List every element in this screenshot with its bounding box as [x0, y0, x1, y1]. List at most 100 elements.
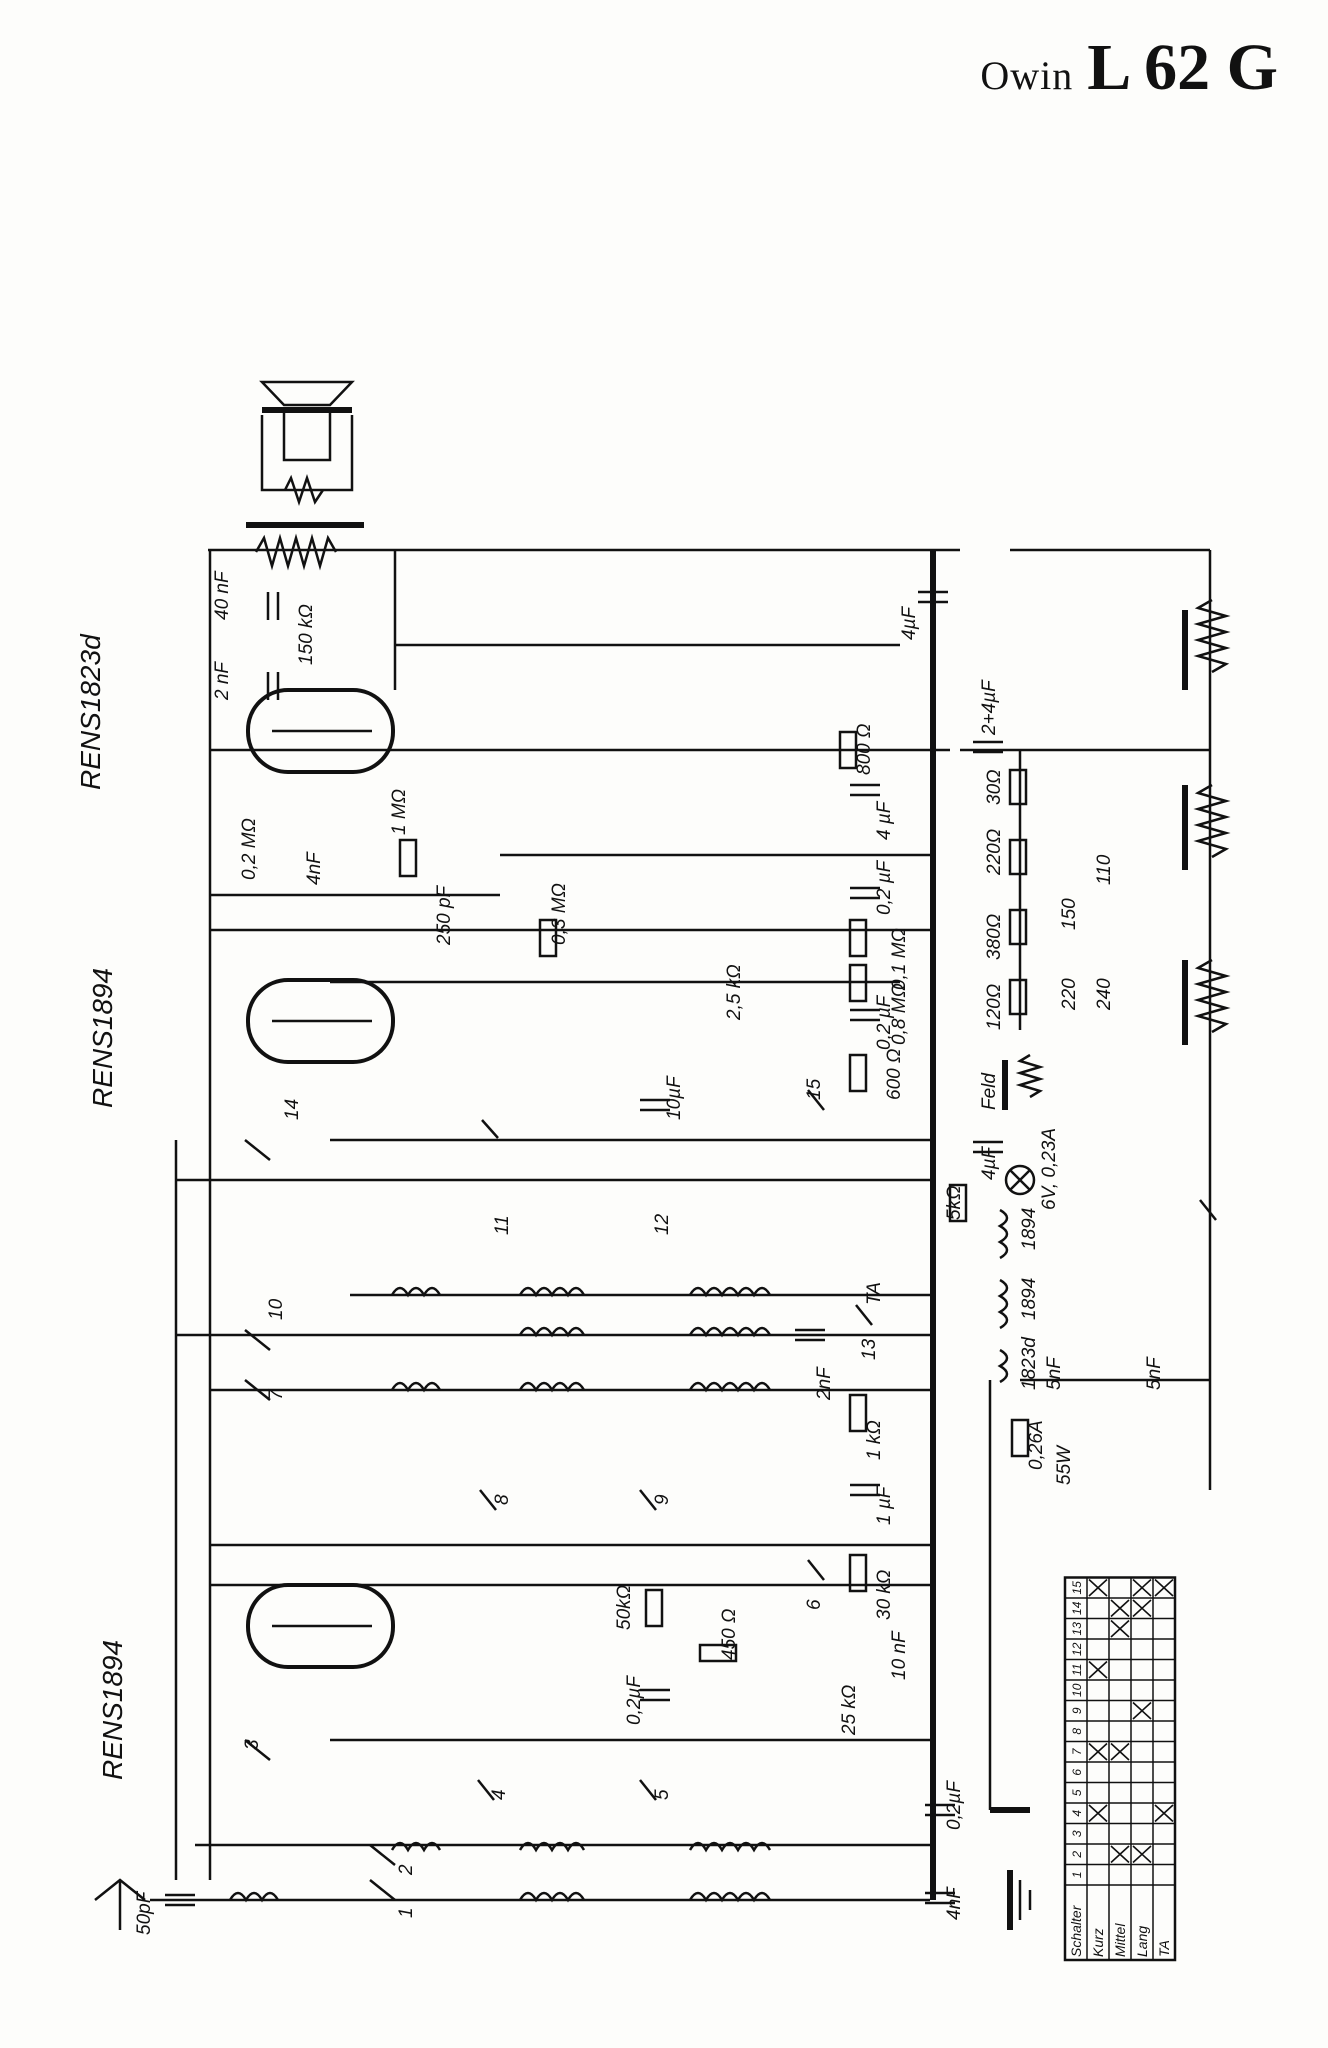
switch-table-row-label: Mittel: [1112, 1923, 1128, 1957]
switch-number-13: 13: [859, 1338, 880, 1360]
label-2-5k: 2,5 kΩ: [724, 964, 745, 1021]
label-02uf-a: 0,2 µF: [874, 859, 895, 915]
label-2p4uf: 2+4µF: [979, 679, 1000, 736]
power-transformer: [1182, 598, 1231, 1045]
switch-table-cross: [1132, 1701, 1152, 1720]
switch-table-col-header: 5: [1070, 1789, 1084, 1796]
tube-label-1823d: RENS1823d: [75, 633, 106, 790]
loudspeaker: [246, 380, 364, 571]
label-tap-150: 150: [1059, 898, 1080, 930]
switch-table-row-label: TA: [1156, 1940, 1172, 1957]
switch-table-col-header: 12: [1070, 1642, 1084, 1656]
label-2nf: 2 nF: [212, 661, 233, 701]
switch-number-2: 2: [396, 1864, 417, 1876]
label-01m: 0,1 MΩ: [889, 928, 910, 990]
label-150k: 150 kΩ: [296, 604, 317, 665]
switch-table-row-label: Lang: [1134, 1926, 1150, 1957]
switch-table-col-header: 2: [1070, 1851, 1084, 1859]
label-800: 800 Ω: [854, 724, 875, 775]
switch-table-cross: [1154, 1804, 1174, 1823]
switch-table-cross: [1132, 1578, 1152, 1597]
switch-table-col-header: 14: [1070, 1601, 1084, 1615]
label-220: 220Ω: [984, 829, 1005, 876]
switch-table-corner: Schalter: [1068, 1904, 1084, 1957]
label-600: 600 Ω: [884, 1049, 905, 1100]
switch-number-14: 14: [282, 1099, 303, 1120]
label-4nf-b: 4nF: [944, 1886, 965, 1920]
pilot-lamp: [1004, 1164, 1036, 1196]
switch-number-12: 12: [652, 1213, 673, 1235]
switch-table-col-header: 4: [1070, 1810, 1084, 1817]
antenna: [94, 1878, 146, 1930]
label-03m: 0,3 MΩ: [549, 883, 570, 945]
switch-numbers: 14 11 12 10 13 7 8 9 15 6 5 4 3 2 1: [242, 1078, 880, 1918]
label-4uf-a: 4µF: [899, 605, 920, 640]
switch-table-cross: [1132, 1599, 1152, 1618]
capacitors: [165, 590, 1003, 1907]
switch-table-cross: [1088, 1660, 1108, 1679]
switch-number-3: 3: [242, 1739, 263, 1750]
switch-table-col-header: 1: [1070, 1871, 1084, 1878]
switch-number-11: 11: [492, 1215, 513, 1235]
label-4nf: 4nF: [304, 851, 325, 885]
component-labels: 40 nF 2 nF 150 kΩ 4µF 800 Ω 2+4µF 30Ω 4 …: [134, 570, 1165, 1935]
switch-table-col-header: 6: [1070, 1769, 1084, 1776]
model-number: L 62 G: [1087, 31, 1278, 104]
wiring: [150, 548, 1212, 1902]
label-40nf: 40 nF: [212, 570, 233, 620]
label-1uf: 1 µF: [874, 1485, 895, 1525]
label-v1823: 1823d: [1019, 1336, 1040, 1390]
label-02uf-b: 0,2 µF: [874, 994, 895, 1050]
label-250pf: 250 pF: [434, 884, 455, 946]
switch-number-7a: 7: [266, 1388, 287, 1400]
label-50pf: 50pF: [134, 1890, 155, 1935]
label-30k: 30 kΩ: [874, 1570, 895, 1620]
label-30: 30Ω: [984, 769, 1005, 805]
label-ta: TA: [864, 1282, 885, 1305]
label-120: 120Ω: [984, 984, 1005, 1030]
switch-table-cross: [1110, 1845, 1130, 1864]
tube-1894-b: RENS1894: [97, 1583, 395, 1780]
switch-number-1: 1: [396, 1907, 417, 1918]
switch-number-8: 8: [492, 1494, 513, 1505]
label-5nf-b: 5nF: [1144, 1356, 1165, 1390]
switch-number-4: 4: [489, 1789, 510, 1800]
label-tap-110: 110: [1094, 854, 1115, 885]
label-feld: Feld: [979, 1072, 1000, 1110]
tube-1894-a: RENS1894: [87, 968, 395, 1108]
switch-table-col-header: 10: [1070, 1683, 1084, 1697]
label-v1894a: 1894: [1019, 1208, 1040, 1250]
label-02m: 0,2 MΩ: [239, 818, 260, 880]
label-25k: 25 kΩ: [839, 1685, 860, 1736]
label-380: 380Ω: [984, 914, 1005, 960]
switch-number-5: 5: [652, 1789, 673, 1800]
switch-table-col-header: 9: [1070, 1707, 1084, 1714]
ground-symbol: [1007, 1870, 1032, 1930]
switch-table-cross: [1132, 1845, 1152, 1864]
label-lamp: 6V, 0,23A: [1039, 1128, 1060, 1210]
label-4uf-b: 4 µF: [874, 800, 895, 840]
label-02uf-c: 0,2µF: [624, 1675, 645, 1725]
label-v1894b: 1894: [1019, 1278, 1040, 1320]
label-fuse: 0,26A: [1026, 1420, 1047, 1470]
switch-table-cross: [1110, 1742, 1130, 1761]
switch-table-col-header: 11: [1070, 1664, 1084, 1676]
label-2nf-b: 2nF: [814, 1366, 835, 1401]
switch-table-col-header: 7: [1070, 1747, 1084, 1755]
tube-label-1894-a: RENS1894: [87, 968, 118, 1108]
tube-label-1894-b: RENS1894: [97, 1640, 128, 1780]
switch-table-cross: [1110, 1619, 1130, 1638]
switch-table-col-header: 8: [1070, 1728, 1084, 1735]
label-tap-220: 220: [1059, 978, 1080, 1011]
switch-table-cross: [1110, 1599, 1130, 1618]
label-08: 0,8 MΩ: [889, 983, 910, 1045]
switch-table-cross: [1088, 1578, 1108, 1597]
rf-coils: [228, 1208, 1009, 1903]
field-coil: [1002, 1053, 1045, 1110]
switch-number-15: 15: [804, 1078, 825, 1100]
label-5nf-a: 5nF: [1044, 1356, 1065, 1390]
label-02uf-d: 0,2µF: [944, 1780, 965, 1830]
